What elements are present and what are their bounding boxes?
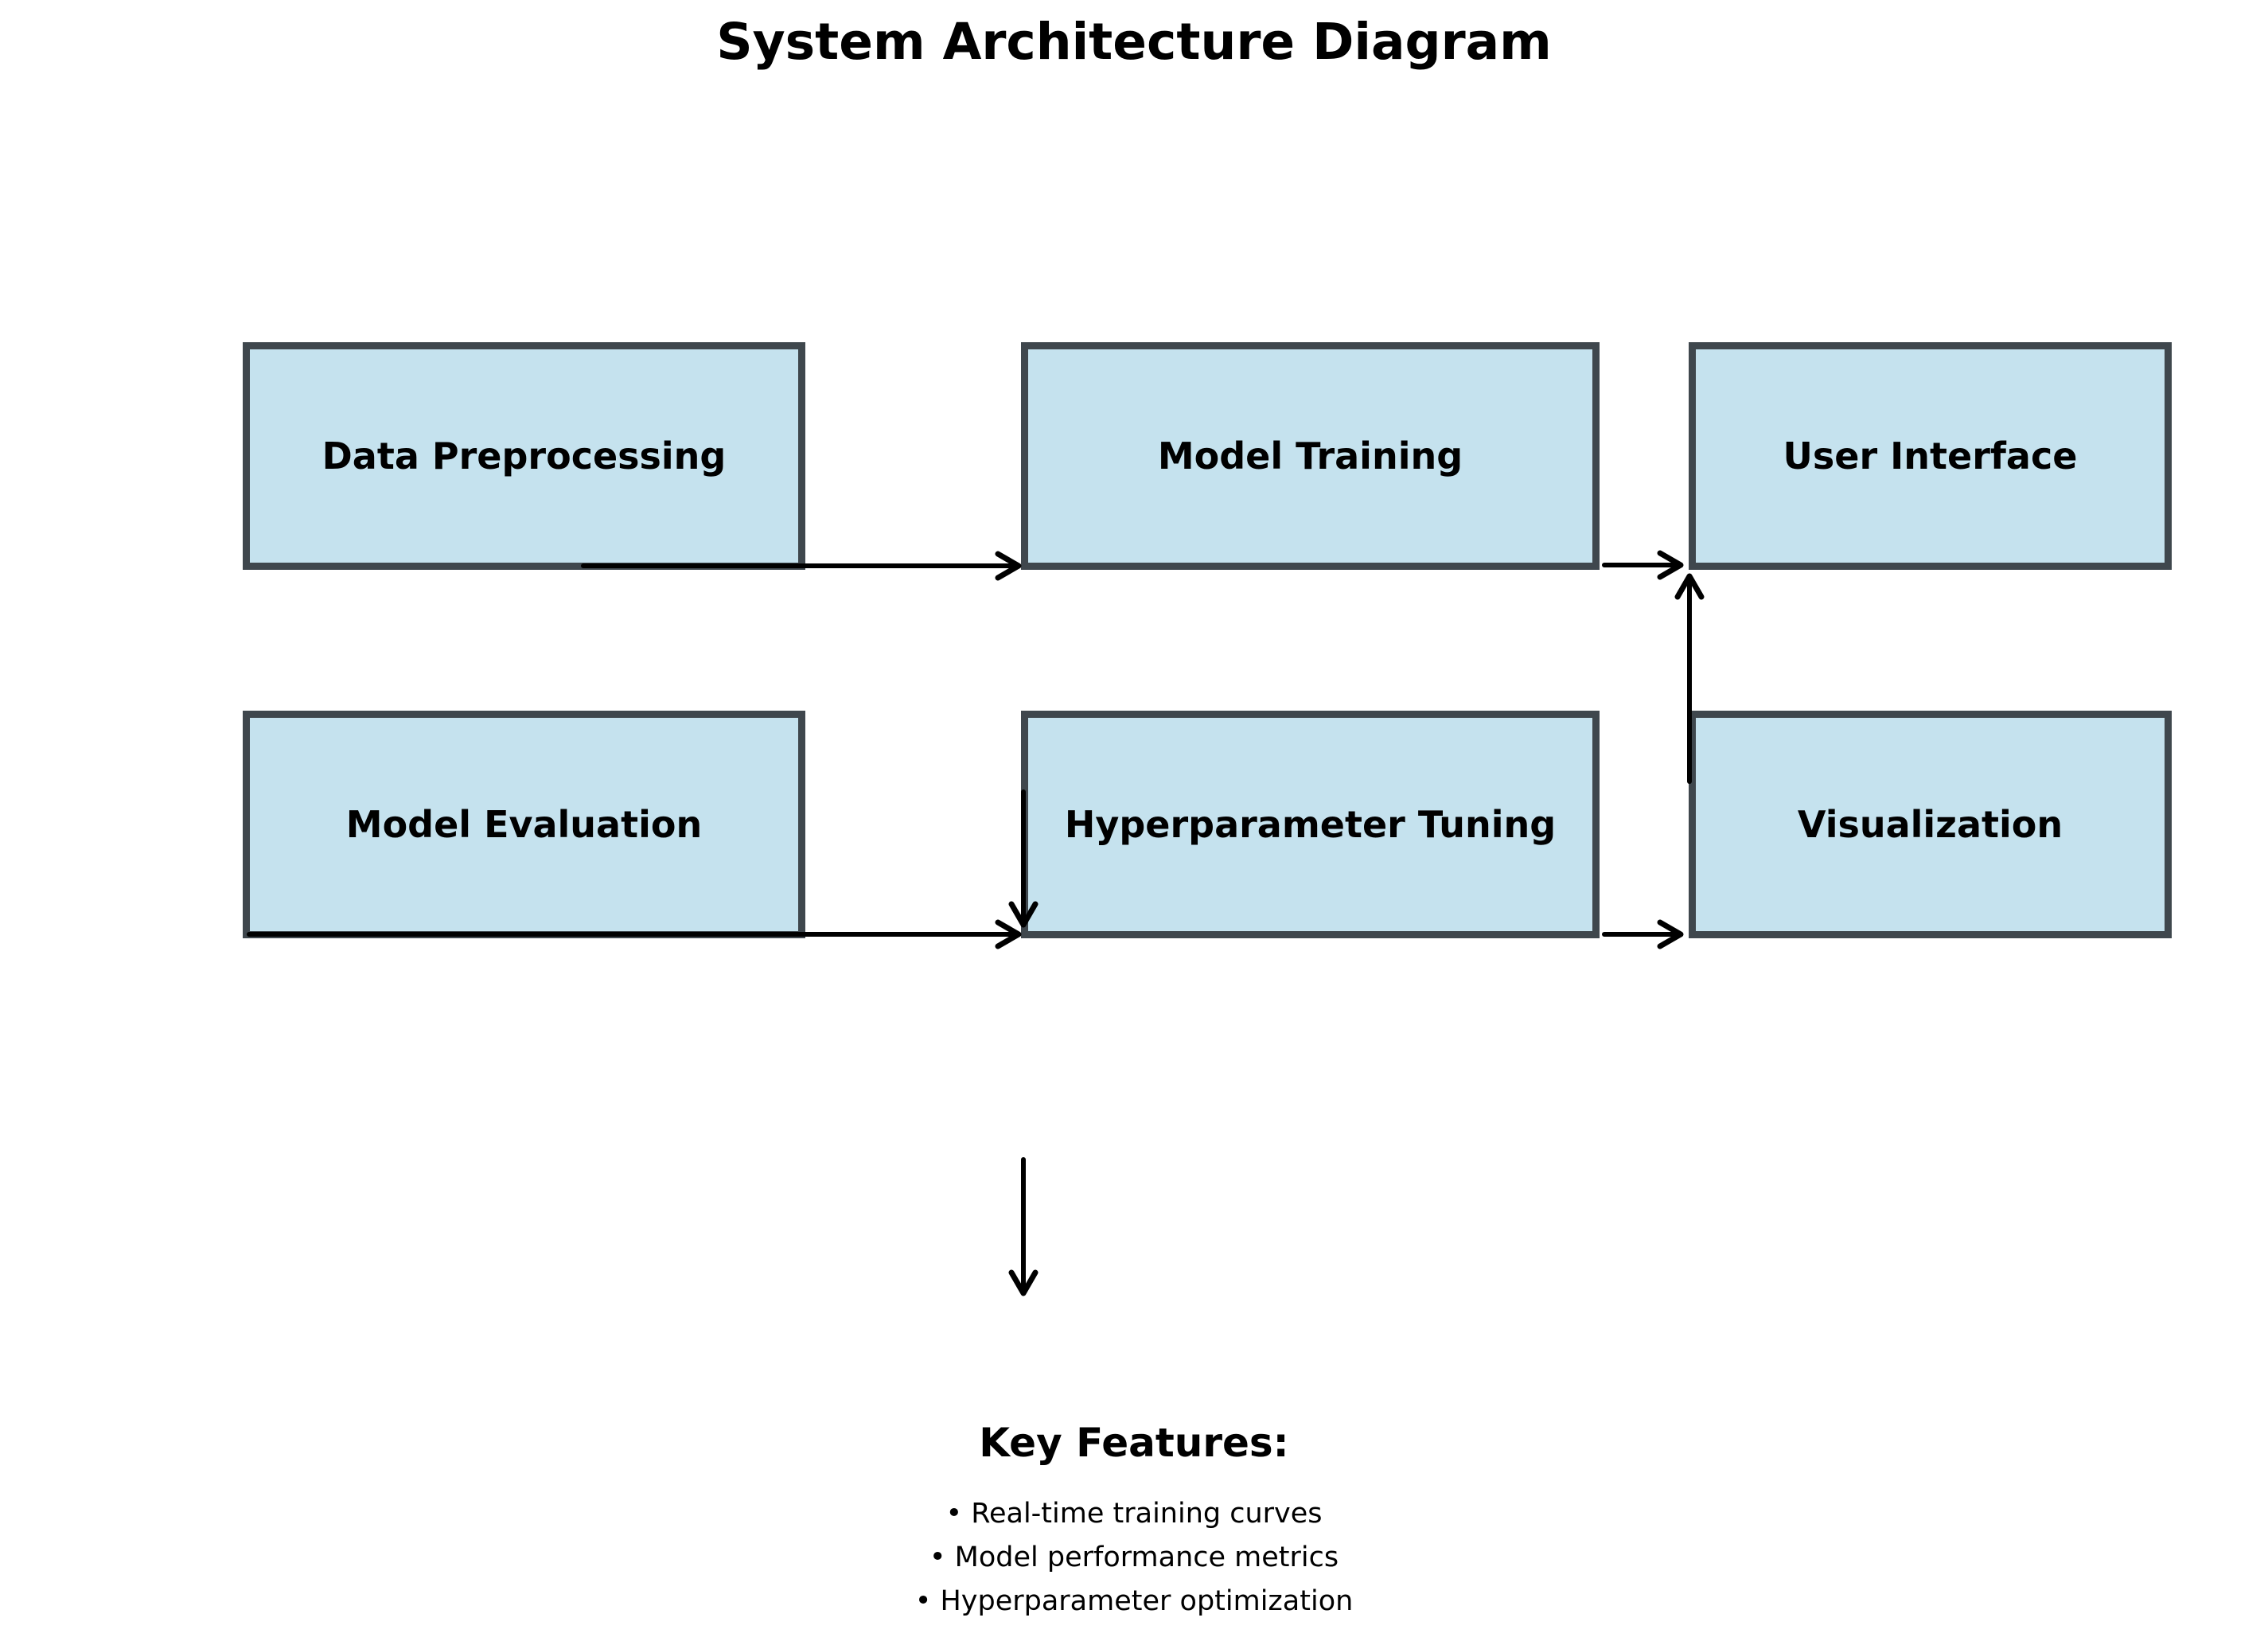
arrow-model-training-to-user-interface [1602,550,1684,580]
diagram-title: System Architecture Diagram [716,13,1552,71]
arrow-hyperparameter-tuning-to-visualization [1602,919,1684,949]
user-interface-box: User Interface [1689,342,2172,570]
key-feature-item: • Model performance metrics [929,1542,1339,1573]
arrowhead-right-icon [995,551,1022,581]
key-features-list: • Real-time training curves • Model perfo… [0,1492,2268,1623]
key-features-heading: Key Features: [979,1420,1289,1466]
key-feature-item: • Real-time training curves [945,1498,1323,1530]
data-preprocessing-box: Data Preprocessing [243,342,805,570]
arrowhead-right-icon [995,919,1022,949]
data-preprocessing-label: Data Preprocessing [321,435,727,477]
user-interface-label: User Interface [1783,435,2078,477]
arrowhead-down-icon [1008,1269,1039,1296]
key-feature-item: • Hyperparameter optimization [914,1585,1354,1617]
model-training-label: Model Training [1157,435,1463,477]
visualization-label: Visualization [1797,803,2063,846]
arrow-flow-down-to-key-features [1008,1157,1039,1296]
arrowhead-right-icon [1657,919,1684,949]
arrowhead-up-icon [1674,573,1705,600]
hyperparameter-tuning-box: Hyperparameter Tuning [1021,711,1600,938]
arrowhead-right-icon [1657,550,1684,580]
key-features: Key Features: • Real-time training curve… [0,1420,2268,1623]
model-evaluation-box: Model Evaluation [243,711,805,938]
visualization-box: Visualization [1689,711,2172,938]
model-evaluation-label: Model Evaluation [345,803,703,846]
model-training-box: Model Training [1021,342,1600,570]
hyperparameter-tuning-label: Hyperparameter Tuning [1064,803,1557,846]
